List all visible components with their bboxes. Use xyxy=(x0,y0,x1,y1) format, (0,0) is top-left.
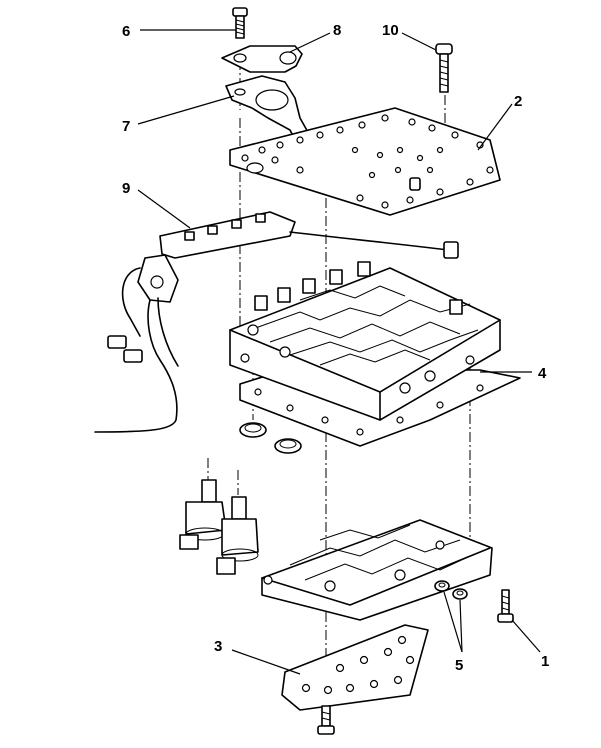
callout-6: 6 xyxy=(122,23,130,40)
bolt-bottom xyxy=(317,705,335,735)
callout-8: 8 xyxy=(333,22,341,39)
callouts: 6 8 10 2 7 9 4 3 5 1 xyxy=(122,22,549,674)
valve-body-4 xyxy=(229,261,521,447)
leader-lines xyxy=(137,29,541,675)
callout-9: 9 xyxy=(122,180,130,197)
separator-plate-2 xyxy=(229,107,501,216)
callout-4: 4 xyxy=(538,365,547,382)
wiring-harness-9 xyxy=(94,211,459,433)
callout-5: 5 xyxy=(455,657,463,674)
callout-7: 7 xyxy=(122,118,130,135)
lower-valve-body xyxy=(261,519,493,621)
solenoid-right xyxy=(216,496,259,575)
callout-1: 1 xyxy=(541,653,549,670)
bracket-8 xyxy=(221,45,303,73)
callout-10: 10 xyxy=(382,22,399,39)
callout-3: 3 xyxy=(214,638,222,655)
cover-plate-3 xyxy=(281,624,429,711)
bolt-1 xyxy=(497,589,514,623)
seal-rings xyxy=(239,422,302,454)
callout-2: 2 xyxy=(514,93,522,110)
solenoid-left xyxy=(179,479,227,550)
bolt-10 xyxy=(435,43,453,93)
bolt-6 xyxy=(232,7,248,39)
